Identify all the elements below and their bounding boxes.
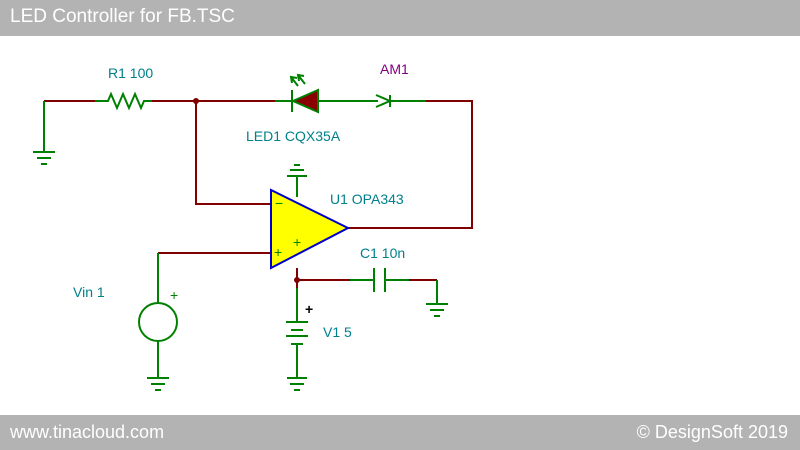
- junction-node-r1: [193, 98, 199, 104]
- opamp-triangle-icon: [270, 188, 351, 270]
- opamp-noninverting-pin-inner: +: [293, 234, 301, 250]
- resistor-r1: [95, 91, 152, 111]
- v1-label: V1 5: [323, 324, 352, 340]
- led-cqx35a: [275, 73, 342, 112]
- battery-v1: [286, 288, 308, 378]
- capacitor-c1: [350, 268, 409, 292]
- voltage-source-vin: [138, 253, 178, 378]
- c1-label: C1 10n: [360, 245, 405, 261]
- footer-website: www.tinacloud.com: [10, 422, 165, 442]
- ammeter-am1: [342, 94, 426, 108]
- title-bar: LED Controller for FB.TSC: [0, 0, 800, 36]
- junction-node-v1: [294, 277, 300, 283]
- am1-label: AM1: [380, 61, 409, 77]
- u1-label: U1 OPA343: [330, 191, 404, 207]
- opamp-inverting-pin: −: [275, 195, 283, 211]
- r1-label: R1 100: [108, 65, 153, 81]
- page-title: LED Controller for FB.TSC: [10, 6, 235, 27]
- vin-polarity-plus: +: [170, 287, 178, 303]
- footer-copyright: © DesignSoft 2019: [636, 422, 788, 442]
- led1-label: LED1 CQX35A: [246, 128, 341, 144]
- led-body-icon: [290, 88, 319, 114]
- ground-symbol-c1: [426, 280, 448, 317]
- footer-bar: www.tinacloud.com © DesignSoft 2019: [0, 415, 800, 450]
- opamp-opa343: [270, 188, 351, 270]
- vin-label: Vin 1: [73, 284, 105, 300]
- opamp-noninverting-pin: +: [274, 244, 282, 260]
- ground-symbol-vin: [147, 377, 169, 391]
- ground-symbol-v1: [287, 377, 307, 391]
- opamp-supply-ground: [287, 164, 307, 190]
- wire-feedback-to-output: [348, 100, 473, 229]
- wire-node-to-inverting: [195, 101, 275, 205]
- ground-symbol-1: [33, 101, 55, 165]
- battery-polarity-plus: +: [305, 301, 313, 317]
